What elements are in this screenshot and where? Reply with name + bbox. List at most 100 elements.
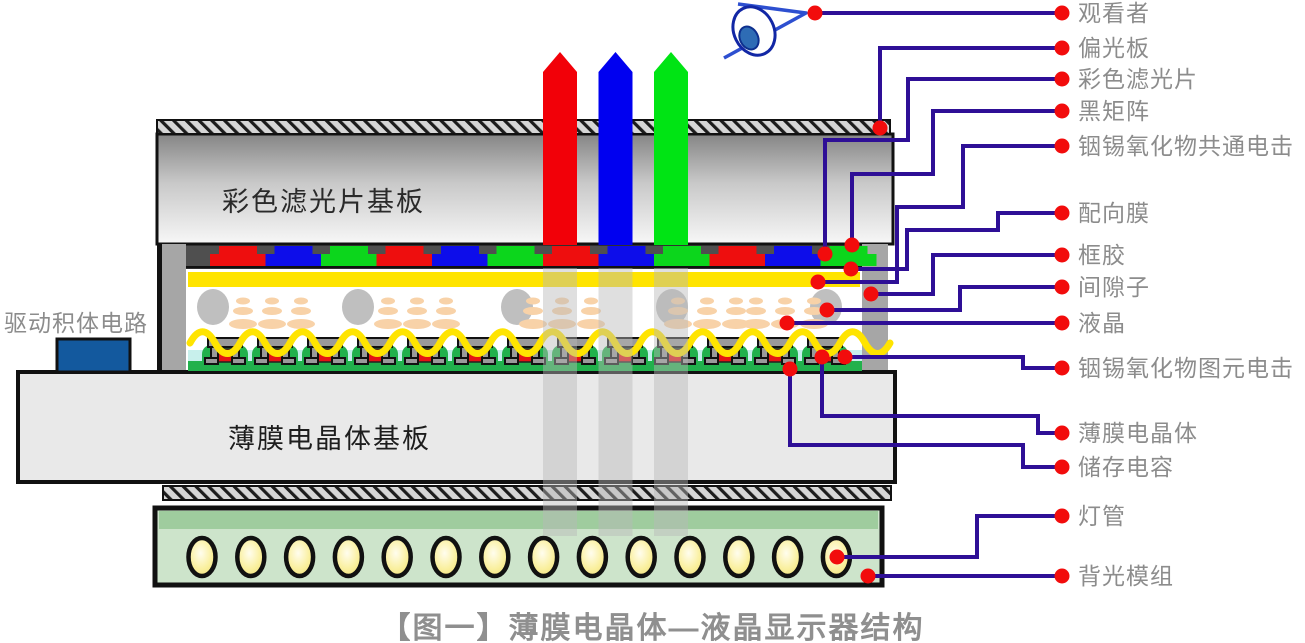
filter-segment-green: [654, 254, 710, 266]
callout-label-alignment-film: 配向膜: [1078, 200, 1150, 226]
callout-line-lamp: [837, 514, 1062, 559]
lc-molecule: [584, 297, 598, 305]
lc-molecule: [577, 319, 605, 329]
callout-dot-viewer-label: [1054, 5, 1070, 21]
lc-molecule: [693, 319, 721, 329]
lamp-row: [186, 535, 853, 579]
callout-dot-storage-capacitor-label: [1054, 459, 1070, 475]
filter-segment-top-red: [552, 246, 590, 255]
lamp: [332, 535, 365, 579]
light-arrow: [543, 52, 577, 245]
filter-segment-top-green: [330, 246, 368, 255]
figure-title: 【图一】薄膜电晶体—液晶显示器结构: [380, 612, 925, 643]
callout-line-color-filter: [823, 77, 1062, 254]
callout-dot-ito-common-electrode-label: [1054, 138, 1070, 154]
lc-molecule: [291, 307, 311, 315]
lc-molecule: [746, 307, 766, 315]
lc-molecule: [432, 319, 460, 329]
callout-line-polarizer: [878, 46, 1062, 128]
callout-dot-spacer: [819, 302, 835, 318]
lc-molecule: [403, 319, 431, 329]
bottom-polarizer-bar: [162, 485, 892, 501]
callout-label-color-filter: 彩色滤光片: [1078, 66, 1198, 92]
lc-molecule: [381, 297, 395, 305]
callout-line-spacer: [827, 285, 1062, 312]
lc-molecule: [778, 297, 792, 305]
lamp: [723, 535, 755, 579]
light-arrow: [598, 52, 633, 245]
callout-dot-sealant: [863, 286, 879, 302]
lc-molecule: [552, 307, 572, 315]
lc-molecule: [775, 307, 795, 315]
spacer-ball: [197, 289, 229, 325]
lc-molecule: [700, 297, 714, 305]
lamp: [527, 535, 560, 579]
light-arrow: [654, 52, 688, 245]
lc-molecule: [229, 319, 257, 329]
callout-line-black-matrix: [850, 109, 1062, 245]
cf-substrate: [155, 132, 895, 246]
driver-ic-label: 驱动积体电路: [4, 310, 148, 336]
callout-dot-alignment-film: [843, 261, 859, 277]
lc-molecule: [523, 307, 543, 315]
color-filter-layer: [186, 243, 877, 269]
light-beams: [543, 268, 688, 536]
callout-label-spacer: 间隙子: [1078, 274, 1150, 300]
lc-molecule: [439, 297, 453, 305]
lamp: [674, 535, 706, 579]
light-beam: [598, 268, 633, 536]
callout-dot-color-filter-label: [1054, 71, 1070, 87]
callout-label-ito-pixel: 铟锡氧化物图元电击: [1078, 355, 1294, 381]
lamp: [771, 535, 804, 579]
filter-segment-green: [820, 254, 877, 266]
lamp: [381, 535, 413, 579]
lc-molecule: [742, 319, 770, 329]
lc-molecule: [262, 307, 282, 315]
lc-molecule: [258, 319, 286, 329]
lc-molecule: [664, 319, 692, 329]
callout-dot-lamp-label: [1054, 508, 1070, 524]
callout-label-ito-common: 铟锡氧化物共通电击: [1078, 133, 1294, 159]
lc-molecule: [668, 307, 688, 315]
callout-line-ito-common-electrode: [818, 144, 1062, 284]
callout-dot-backlight-module: [860, 568, 876, 584]
spacer-ball: [501, 289, 533, 325]
lc-molecule: [233, 307, 253, 315]
driver-ic-chip: [55, 337, 132, 374]
callout-dot-alignment-film-label: [1054, 205, 1070, 221]
callout-dot-ito-common-electrode: [810, 274, 826, 290]
spacer-ball: [342, 289, 374, 325]
callout-label-tft: 薄膜电晶体: [1078, 420, 1198, 446]
lc-molecule: [436, 307, 456, 315]
callout-dot-lamp: [829, 549, 845, 565]
callout-line-storage-capacitor: [788, 369, 1062, 469]
callout-dot-tft: [814, 349, 830, 365]
filter-segment-top-blue: [274, 246, 313, 255]
seal-column-left: [162, 244, 186, 374]
spacer-balls: [197, 289, 842, 325]
filter-segment-red: [210, 254, 266, 266]
filter-segment-blue: [765, 254, 821, 266]
lc-molecule: [374, 319, 402, 329]
lc-molecule: [236, 297, 250, 305]
callout-line-tft: [820, 357, 1062, 435]
light-beam: [543, 268, 577, 536]
filter-segment-top-blue: [607, 246, 646, 255]
lc-molecule: [548, 319, 576, 329]
filter-segment-blue: [265, 254, 322, 266]
callout-label-polarizer: 偏光板: [1078, 35, 1150, 61]
callout-connectors: [779, 5, 1070, 584]
filter-bottom-line: [186, 266, 862, 269]
lamp: [186, 535, 218, 579]
lamp: [430, 535, 462, 579]
callout-dot-black-matrix: [844, 237, 860, 253]
filter-segment-top-green: [663, 246, 701, 255]
callout-label-liquid-crystal: 液晶: [1078, 310, 1126, 336]
filter-segment-red: [709, 254, 766, 266]
callout-label-black-matrix: 黑矩阵: [1078, 98, 1150, 124]
callout-line-alignment-film: [851, 211, 1062, 271]
filter-segment-top-red: [219, 246, 257, 255]
callout-line-ito-pixel-electrode: [845, 355, 1062, 370]
